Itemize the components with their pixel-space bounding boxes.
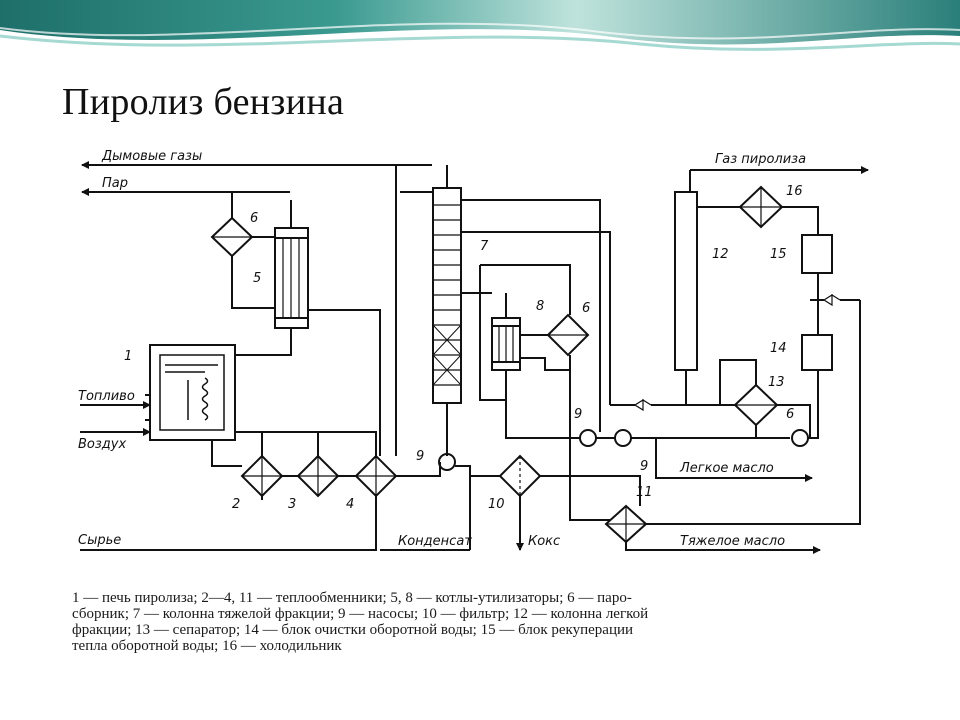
num-hx2: 2 [232,497,240,512]
num-hx3: 3 [288,497,296,512]
num-block15: 15 [770,247,787,262]
pump-6-right [791,429,809,447]
num-boiler8: 8 [536,299,544,314]
flow-label-fuel: Топливо [78,389,135,404]
num-block14: 14 [770,341,787,356]
block-14-water-treatment [801,334,833,371]
num-hx11: 11 [636,485,653,500]
num-column7: 7 [480,239,489,254]
heat-exchanger-4 [354,454,398,498]
slide-title: Пиролиз бензина [62,81,345,123]
num-hx4: 4 [346,497,354,512]
num-furnace: 1 [124,349,132,364]
steam-drum-6-mid [546,313,590,357]
heat-exchanger-11 [604,504,648,544]
pump-9-c [614,429,632,447]
num-cooler16: 16 [786,184,803,199]
num-separator13: 13 [768,375,785,390]
block-15-heat-recovery [801,234,833,274]
num-drum6-mid: 6 [582,301,590,316]
legend-line: тепла оборотной воды; 16 — холодильник [72,638,342,654]
flow-label-air: Воздух [78,437,126,452]
column-12-light-fraction [674,191,698,371]
flow-label-light-oil: Легкое масло [679,461,774,476]
flow-label-heavy-oil: Тяжелое масло [680,534,785,549]
boiler-8 [491,317,521,371]
boiler-5 [274,227,309,329]
header-banner [0,0,960,80]
num-pump9-b: 9 [574,407,582,422]
num-filter10: 10 [488,497,505,512]
heat-exchanger-3 [296,454,340,498]
heat-exchanger-2 [240,454,284,498]
heavy-oil-line [625,542,821,554]
pump-9-b [579,429,597,447]
light-oil-line [655,438,813,482]
feedstock-line [80,496,377,551]
flow-label-feedstock: Сырье [78,533,121,548]
num-pump6-right: 6 [786,407,794,422]
legend-line: сборник; 7 — колонна тяжелой фракции; 9 … [72,606,649,622]
num-pump9-a: 9 [416,449,424,464]
diagram-legend: 1 — печь пиролиза; 2—4, 11 — теплообменн… [72,590,922,654]
pump-9-a [438,453,456,471]
legend-line: 1 — печь пиролиза; 2—4, 11 — теплообменн… [72,590,632,606]
column-7-heavy-fraction [432,187,462,404]
flow-label-coke: Кокс [528,534,560,549]
flow-label-pyrolysis-gas: Газ пиролиза [715,152,806,167]
separator-13 [733,383,779,427]
num-pump9-c: 9 [640,459,648,474]
flow-label-flue-gas: Дымовые газы [101,149,202,164]
furnace-1 [149,344,236,441]
flow-label-steam: Пар [102,176,128,191]
steam-drum-6-left [210,216,254,258]
cooler-16 [738,185,784,229]
num-drum6-left: 6 [250,211,258,226]
filter-10 [498,454,542,498]
flow-label-condensate: Конденсат [398,534,472,549]
num-column12: 12 [712,247,729,262]
num-boiler5: 5 [253,271,261,286]
legend-line: фракции; 13 — сепаратор; 14 — блок очист… [72,622,634,638]
